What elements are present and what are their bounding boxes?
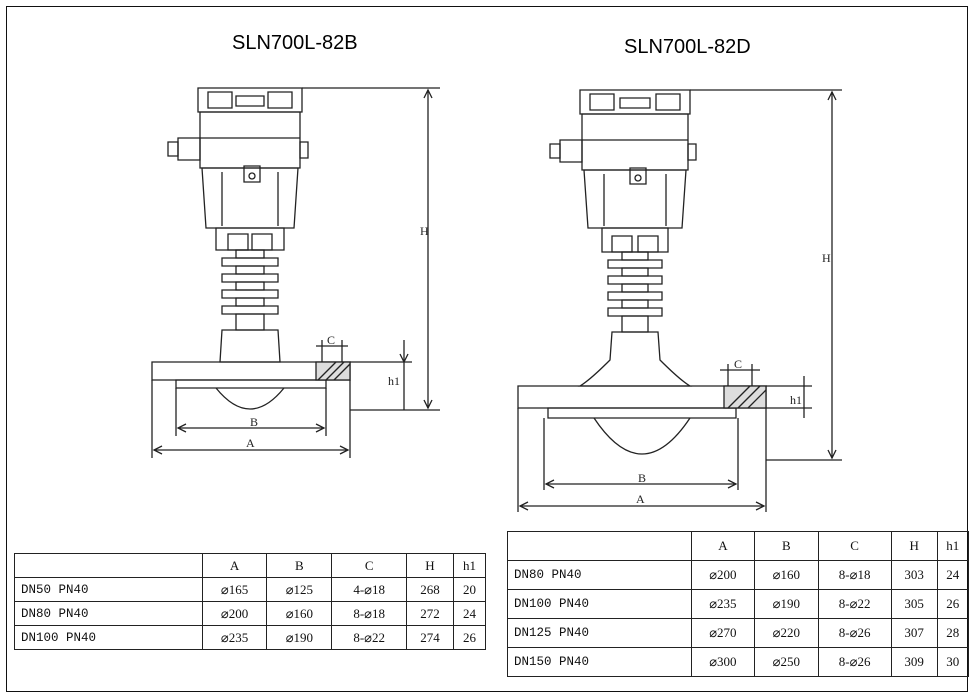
- table-cell: ⌀250: [754, 647, 819, 677]
- table-header-cell: B: [266, 553, 333, 578]
- label-H-right: H: [822, 251, 831, 265]
- table-cell: 8-⌀18: [331, 601, 408, 626]
- device-left: [151, 87, 440, 458]
- table-cell: ⌀200: [690, 560, 756, 590]
- table-header-cell: A: [690, 531, 756, 561]
- label-A-right: A: [636, 492, 645, 506]
- table-cell: 30: [936, 647, 970, 677]
- table-cell: ⌀160: [754, 560, 819, 590]
- label-B-left: B: [250, 415, 258, 429]
- device-right: [517, 89, 842, 512]
- table-cell: ⌀235: [690, 589, 756, 619]
- table-header-cell: H: [890, 531, 938, 561]
- table-cell: 20: [452, 577, 487, 602]
- table-cell: ⌀270: [690, 618, 756, 648]
- table-header-cell: B: [754, 531, 819, 561]
- row-label-cell: DN80 PN40: [14, 601, 203, 626]
- table-cell: 8-⌀22: [331, 625, 408, 650]
- table-header-cell: A: [201, 553, 268, 578]
- label-h1-left: h1: [388, 374, 400, 388]
- row-label-cell: DN80 PN40: [507, 560, 692, 590]
- table-cell: ⌀165: [201, 577, 268, 602]
- row-label-cell: DN50 PN40: [14, 577, 203, 602]
- label-H-left: H: [420, 224, 429, 238]
- table-header-cell: C: [331, 553, 408, 578]
- label-B-right: B: [638, 471, 646, 485]
- table-cell: 305: [890, 589, 938, 619]
- table-cell: 8-⌀18: [817, 560, 892, 590]
- row-label-cell: DN100 PN40: [14, 625, 203, 650]
- table-cell: ⌀125: [266, 577, 333, 602]
- table-cell: 8-⌀26: [817, 647, 892, 677]
- table-header-cell: h1: [452, 553, 487, 578]
- table-cell: ⌀300: [690, 647, 756, 677]
- table-cell: 274: [406, 625, 454, 650]
- label-C-left: C: [327, 333, 335, 347]
- label-C-right: C: [734, 357, 742, 371]
- table-cell: 268: [406, 577, 454, 602]
- table-cell: ⌀235: [201, 625, 268, 650]
- table-header-cell: [14, 553, 203, 578]
- table-cell: 24: [936, 560, 970, 590]
- drawing-frame: [6, 6, 968, 692]
- label-h1-right: h1: [790, 393, 802, 407]
- table-cell: 309: [890, 647, 938, 677]
- table-cell: 303: [890, 560, 938, 590]
- table-cell: 26: [936, 589, 970, 619]
- table-cell: 307: [890, 618, 938, 648]
- table-header-cell: h1: [936, 531, 970, 561]
- table-cell: ⌀200: [201, 601, 268, 626]
- table-cell: 24: [452, 601, 487, 626]
- table-cell: 8-⌀22: [817, 589, 892, 619]
- label-A-left: A: [246, 436, 255, 450]
- table-cell: ⌀190: [266, 625, 333, 650]
- row-label-cell: DN125 PN40: [507, 618, 692, 648]
- title-left: SLN700L-82B: [232, 32, 358, 54]
- title-right: SLN700L-82D: [624, 36, 751, 58]
- table-header-cell: [507, 531, 692, 561]
- table-cell: ⌀190: [754, 589, 819, 619]
- table-cell: 272: [406, 601, 454, 626]
- table-cell: 4-⌀18: [331, 577, 408, 602]
- table-header-cell: H: [406, 553, 454, 578]
- row-label-cell: DN150 PN40: [507, 647, 692, 677]
- table-cell: ⌀160: [266, 601, 333, 626]
- table-header-cell: C: [817, 531, 892, 561]
- row-label-cell: DN100 PN40: [507, 589, 692, 619]
- table-cell: 26: [452, 625, 487, 650]
- table-cell: ⌀220: [754, 618, 819, 648]
- table-cell: 28: [936, 618, 970, 648]
- table-cell: 8-⌀26: [817, 618, 892, 648]
